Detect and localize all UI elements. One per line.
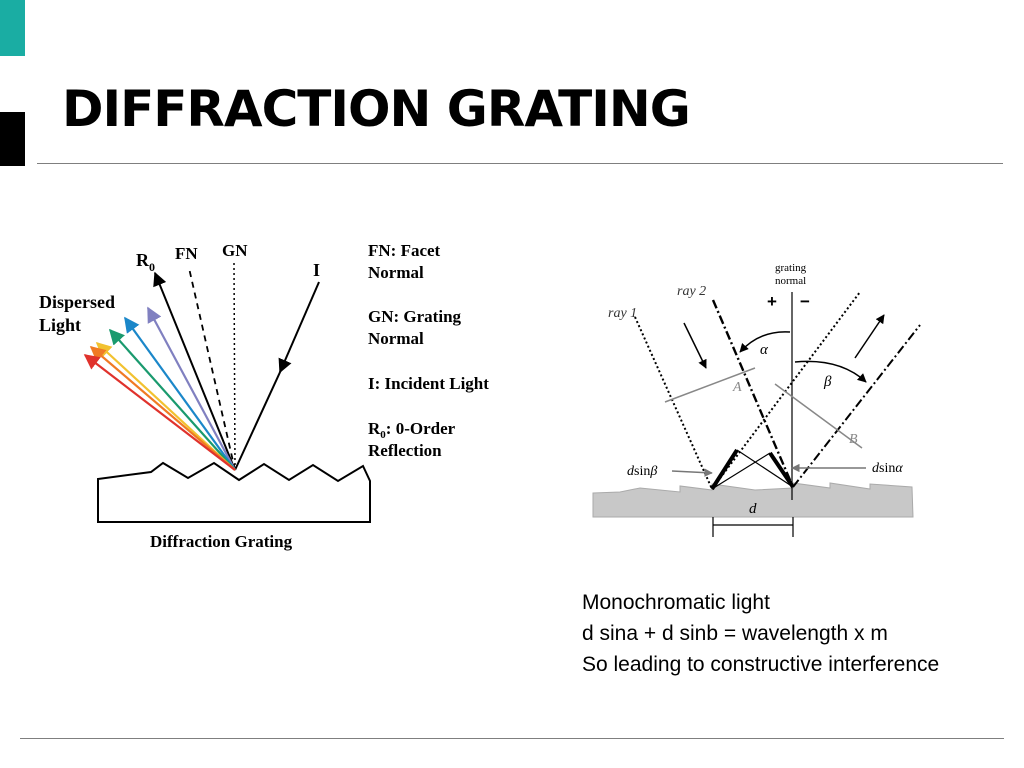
label-dispersed-2: Light xyxy=(39,315,81,335)
label-beta: β xyxy=(823,374,832,390)
zero-order-ray xyxy=(153,271,236,471)
label-dispersed-1: Dispersed xyxy=(39,292,115,312)
label-b: B xyxy=(849,432,858,447)
diffracted-direction-arrow xyxy=(854,314,885,359)
legend-gn-1: GN: Grating xyxy=(368,307,462,326)
incident-direction-arrow xyxy=(683,322,707,369)
explanation-text: Monochromatic light d sina + d sinb = wa… xyxy=(582,587,939,680)
dispersed-ray-green xyxy=(108,328,236,471)
footer-divider xyxy=(20,738,1004,739)
label-dsinb: dsinβ xyxy=(627,464,657,479)
beta-arc xyxy=(794,360,867,383)
dispersed-ray-yellow xyxy=(95,341,236,471)
legend-incident: I: Incident Light xyxy=(368,374,489,393)
label-alpha: α xyxy=(760,342,769,358)
dispersed-ray-blue xyxy=(124,316,236,471)
label-incident: I xyxy=(313,260,320,280)
label-d: d xyxy=(749,501,757,517)
title-divider xyxy=(37,163,1003,164)
label-plus: + xyxy=(767,292,777,311)
caption-line-3: So leading to constructive interference xyxy=(582,653,940,676)
legend-gn-2: Normal xyxy=(368,329,424,348)
label-normal: normal xyxy=(775,275,806,287)
label-a: A xyxy=(732,380,742,395)
legend-fn-1: FN: Facet xyxy=(368,241,441,260)
dispersed-ray-violet xyxy=(147,306,236,471)
grating-profile xyxy=(97,461,371,523)
accent-bar-teal xyxy=(0,0,25,56)
facet-normal-line xyxy=(188,267,236,471)
dispersed-ray-red xyxy=(83,354,236,471)
incident-ray xyxy=(278,281,320,374)
grating-surface xyxy=(592,482,914,518)
ray2-diffracted xyxy=(792,324,921,488)
ray1-incident xyxy=(634,316,713,490)
slide-title: DIFFRACTION GRATING xyxy=(62,80,691,138)
wavefront-a xyxy=(664,367,756,403)
dispersed-ray-orange xyxy=(89,345,236,471)
ray2-incident xyxy=(711,299,795,488)
label-dsina: dsinα xyxy=(872,461,903,476)
ray1-diffracted xyxy=(711,291,861,490)
label-minus: − xyxy=(800,292,810,311)
label-ray1: ray 1 xyxy=(608,306,637,321)
label-gn: GN xyxy=(222,241,248,260)
label-ray2: ray 2 xyxy=(677,284,706,299)
label-grating: grating xyxy=(775,262,807,274)
label-fn: FN xyxy=(175,244,198,263)
legend-r0-2: Reflection xyxy=(368,441,442,460)
caption-line-1: Monochromatic light xyxy=(582,591,770,614)
alpha-arc xyxy=(739,331,791,353)
grating-normal-line xyxy=(233,262,236,471)
label-grating-caption: Diffraction Grating xyxy=(150,532,293,551)
legend-fn-2: Normal xyxy=(368,263,424,282)
label-r0: R0 xyxy=(136,250,155,274)
caption-line-2: d sina + d sinb = wavelength x m xyxy=(582,622,888,645)
legend-r0-1: R0: 0-Order xyxy=(368,419,456,441)
wavefront-b xyxy=(774,383,863,449)
accent-bar-black xyxy=(0,112,25,166)
